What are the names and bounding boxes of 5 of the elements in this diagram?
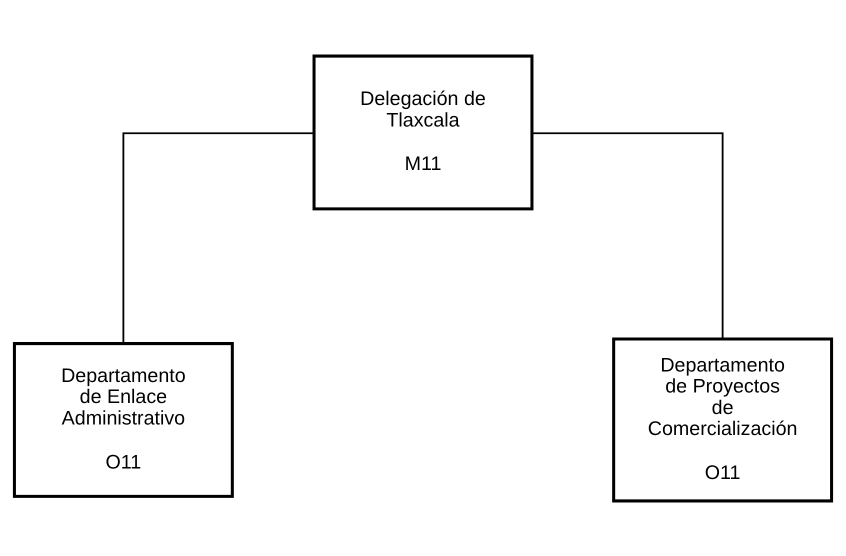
node-box: Delegación de Tlaxcala M11 <box>312 54 534 210</box>
node-box: Departamento de Proyectos de Comercialización O11 <box>612 337 834 502</box>
connector <box>532 132 724 338</box>
node-box: Departamento de Enlace Administrativo O11 <box>12 342 234 498</box>
connector <box>122 132 314 343</box>
